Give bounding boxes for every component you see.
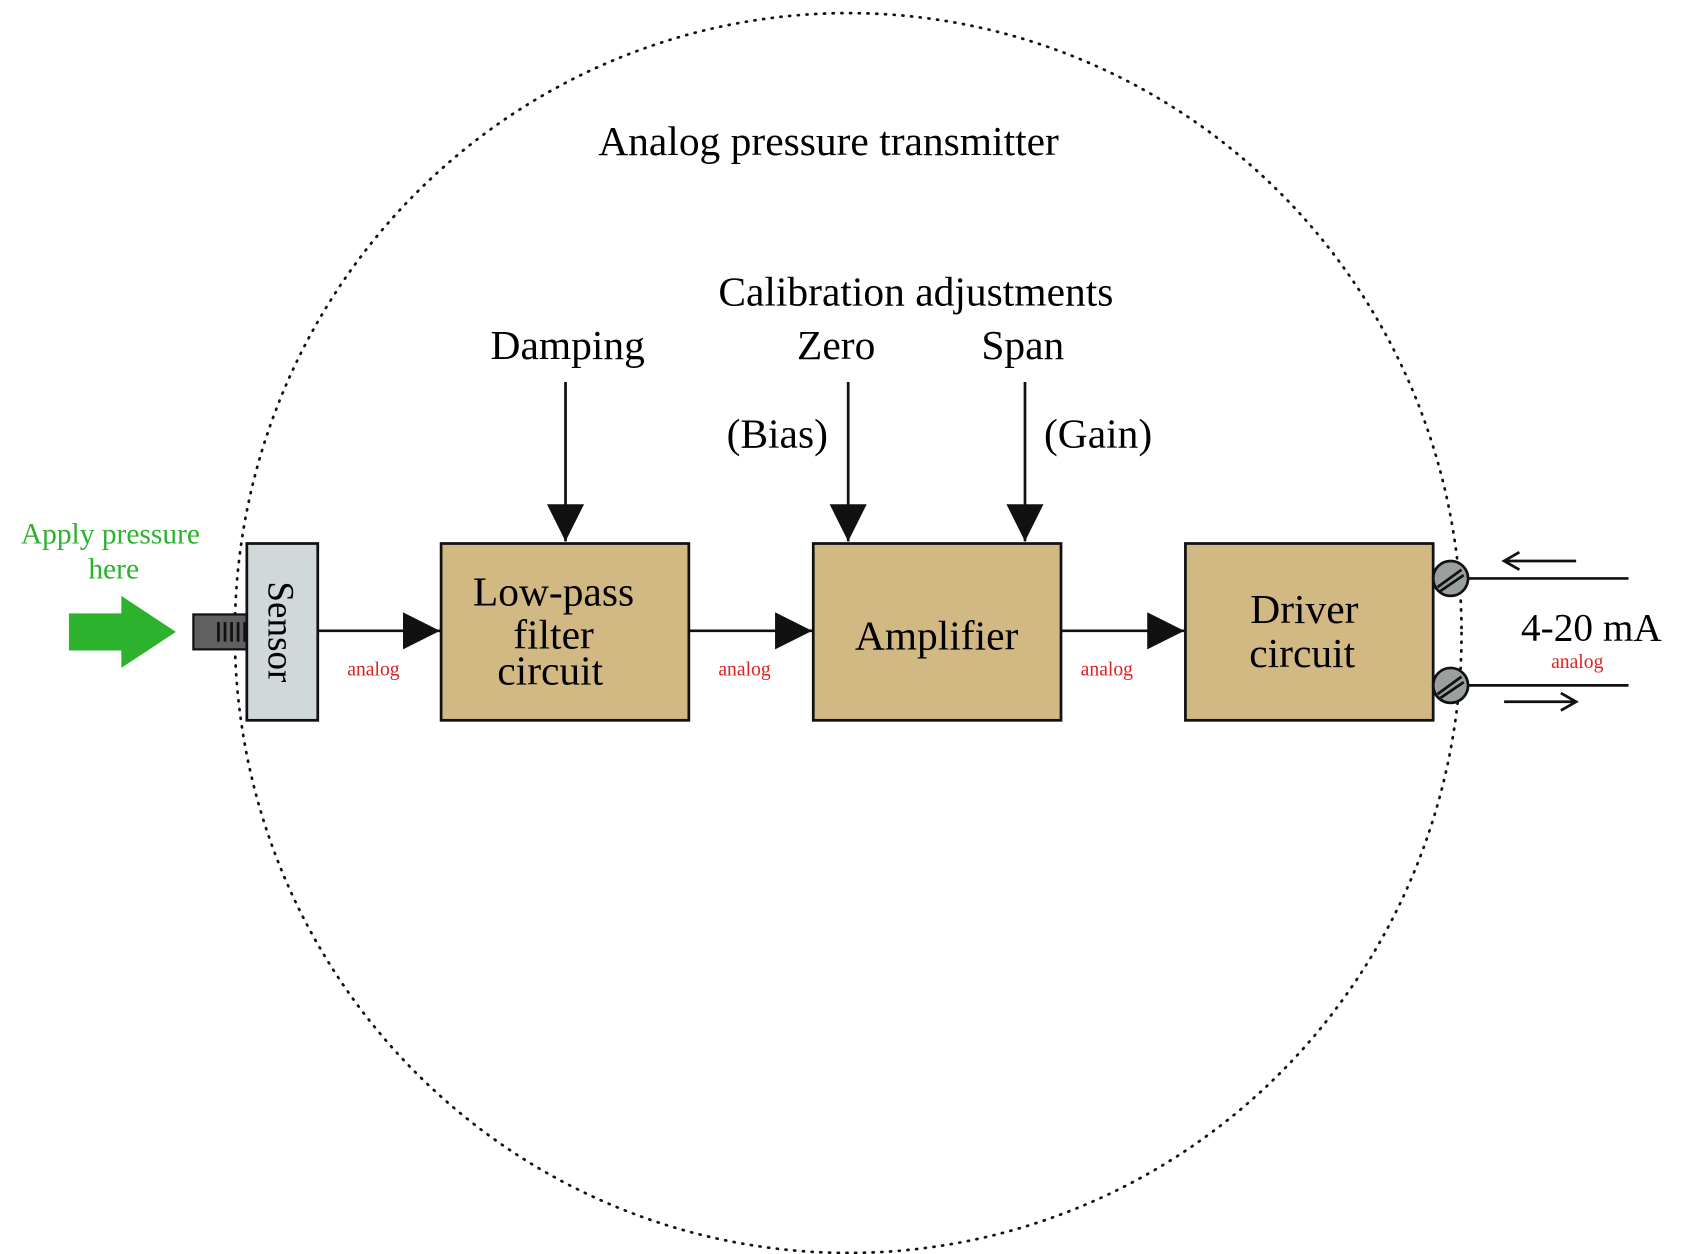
- span-label: Span: [981, 322, 1064, 368]
- low-pass-filter-block: [439, 542, 691, 722]
- terminal-screw-icon: [1431, 559, 1470, 598]
- output-label: 4-20 mA: [1521, 607, 1662, 650]
- damping-label: Damping: [491, 322, 645, 368]
- apply-pressure-label: Apply pressure: [21, 519, 200, 551]
- terminal-screw-icon: [1431, 666, 1470, 705]
- zero-label: Zero: [797, 322, 875, 368]
- driver-label-2: circuit: [1249, 630, 1355, 676]
- driver-label-1: Driver: [1250, 586, 1358, 632]
- filter-label-2: filter: [513, 611, 594, 657]
- current-in-arrow-icon: [1501, 551, 1577, 571]
- filter-label-1: Low-pass: [473, 569, 634, 615]
- bias-label: (Bias): [727, 410, 828, 457]
- filter-label-3: circuit: [497, 647, 603, 693]
- diagram-title: Analog pressure transmitter: [598, 118, 1059, 164]
- signal-label-1: analog: [347, 659, 399, 681]
- sensor-port-icon: [192, 613, 250, 651]
- apply-pressure-label-2: here: [88, 553, 139, 585]
- gain-label: (Gain): [1044, 410, 1152, 457]
- amplifier-label: Amplifier: [855, 612, 1019, 658]
- output-signal-label: analog: [1551, 651, 1603, 673]
- amplifier-block: [811, 542, 1063, 722]
- driver-circuit-block: [1184, 542, 1435, 722]
- current-out-arrow-icon: [1504, 691, 1579, 712]
- signal-label-3: analog: [1081, 659, 1133, 681]
- calibration-heading: Calibration adjustments: [718, 269, 1113, 315]
- pressure-arrow-icon: [68, 595, 176, 668]
- sensor-label: Sensor: [260, 581, 301, 683]
- signal-label-2: analog: [718, 659, 770, 681]
